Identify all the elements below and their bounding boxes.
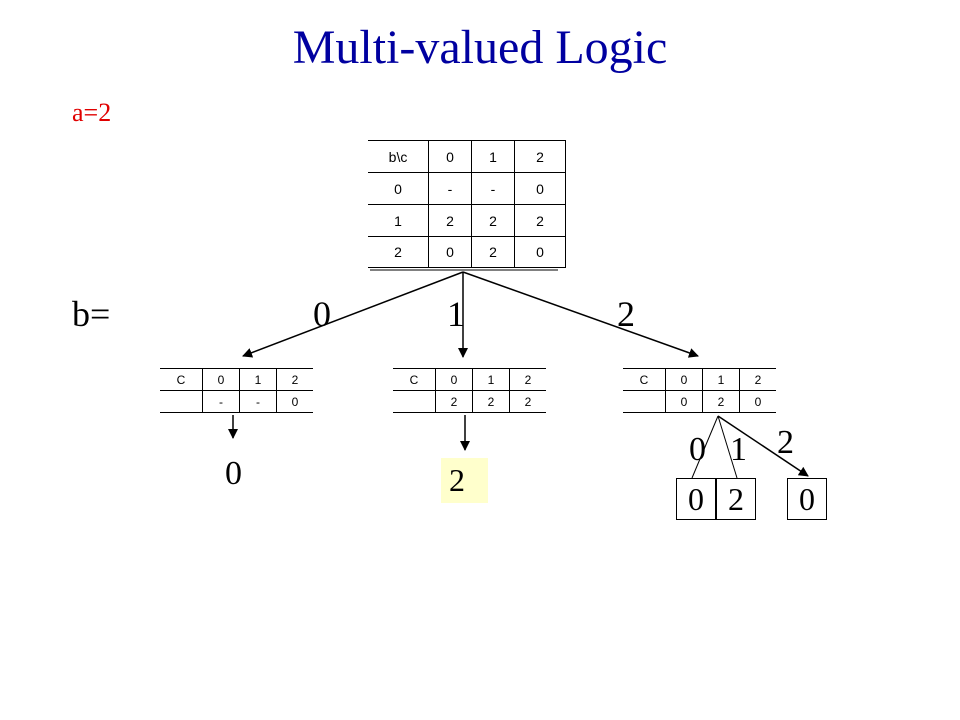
table-row: 0 - - 0 (368, 172, 566, 205)
table-header-row: C 0 1 2 (160, 368, 313, 391)
table-row: 2 0 2 0 (368, 236, 566, 268)
page-title: Multi-valued Logic (292, 21, 668, 74)
sub-table-b0: C 0 1 2 - - 0 (160, 368, 313, 413)
sub-table-b1: C 0 1 2 2 2 2 (393, 368, 546, 413)
table-cell: 0 (435, 368, 473, 391)
table-cell: - (471, 172, 515, 205)
table-cell: C (623, 368, 666, 391)
leaf-box-2: 0 (787, 478, 827, 520)
table-cell: C (393, 368, 436, 391)
table-cell: 0 (665, 390, 703, 413)
table-cell: 0 (428, 236, 472, 268)
table-row: 2 2 2 (393, 390, 546, 413)
table-cell: 2 (702, 390, 740, 413)
c-branch-line-1 (717, 415, 738, 479)
table-cell: - (202, 390, 240, 413)
table-cell: 1 (702, 368, 740, 391)
branch-label-1: 1 (447, 294, 465, 334)
table-cell: 0 (739, 390, 776, 413)
table-row: 0 2 0 (623, 390, 776, 413)
table-cell: 2 (471, 236, 515, 268)
table-cell: 0 (665, 368, 703, 391)
table-cell: 2 (509, 390, 546, 413)
leaf-box-1: 2 (716, 478, 756, 520)
table-header-row: C 0 1 2 (623, 368, 776, 391)
branch-label-2: 2 (617, 294, 635, 334)
table-cell: 2 (472, 390, 510, 413)
table-cell: 2 (428, 204, 472, 237)
table-cell: 0 (202, 368, 240, 391)
b-label: b= (72, 294, 111, 334)
leaf-box-0: 0 (676, 478, 716, 520)
table-cell: - (239, 390, 277, 413)
table-cell: 2 (276, 368, 313, 391)
table-cell (160, 390, 203, 413)
c-branch-line-0 (691, 415, 719, 479)
table-cell: 1 (239, 368, 277, 391)
c-branch-label-1: 1 (730, 431, 747, 468)
table-cell: 2 (739, 368, 776, 391)
table-cell: 2 (368, 236, 429, 268)
table-cell: 2 (509, 368, 546, 391)
branch-arrow-2 (462, 271, 699, 358)
table-cell: 0 (514, 236, 566, 268)
table-cell: 2 (514, 204, 566, 237)
c-branch-label-2: 2 (777, 424, 794, 461)
table-row: - - 0 (160, 390, 313, 413)
branch-arrow-0 (242, 271, 464, 358)
table-cell: b\c (368, 140, 429, 173)
table-cell (623, 390, 666, 413)
table-cell: 1 (471, 140, 515, 173)
branch-label-0: 0 (313, 294, 331, 334)
table-cell: 0 (514, 172, 566, 205)
table-cell: 1 (472, 368, 510, 391)
sub-table-b2: C 0 1 2 0 2 0 (623, 368, 776, 413)
main-truth-table: b\c 0 1 2 0 - - 0 1 2 2 2 2 0 2 0 (368, 140, 566, 268)
table-cell: 2 (435, 390, 473, 413)
table-cell: 0 (276, 390, 313, 413)
c-branch-arrow-2 (717, 415, 809, 477)
table-cell (393, 390, 436, 413)
table-header-row: C 0 1 2 (393, 368, 546, 391)
leaf-value-middle: 2 (449, 462, 465, 498)
a-value-label: a=2 (72, 98, 112, 127)
leaf-value-middle-box: 2 (441, 458, 488, 503)
leaf-value-left: 0 (225, 455, 242, 492)
c-branch-label-0: 0 (689, 431, 706, 468)
table-cell: C (160, 368, 203, 391)
